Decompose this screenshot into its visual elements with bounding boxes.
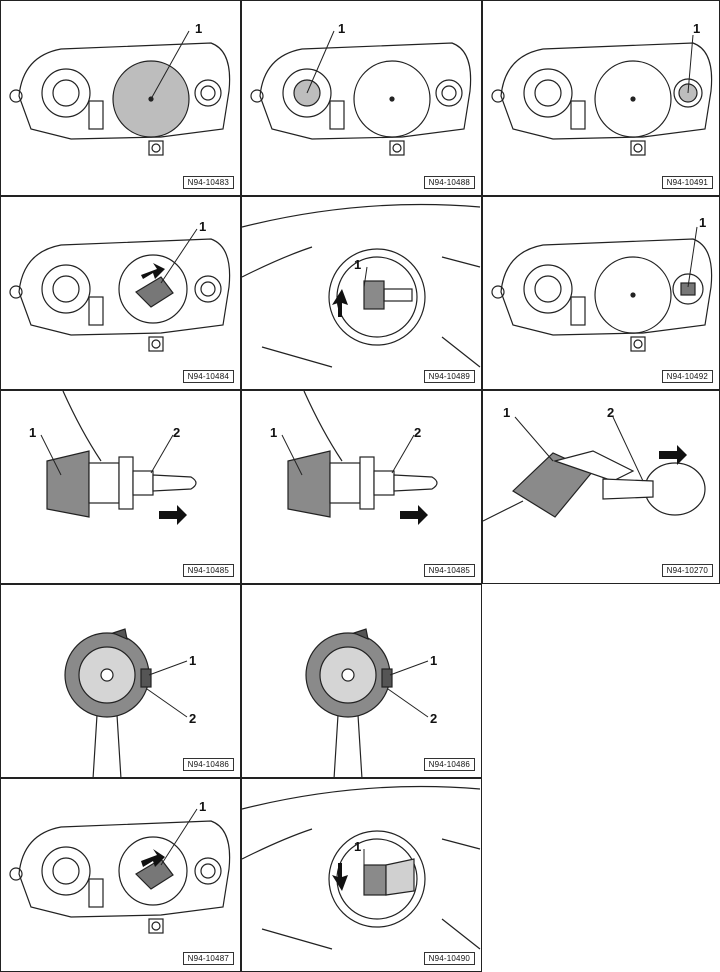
callout-1: 1 bbox=[354, 257, 361, 272]
callout-1: 1 bbox=[503, 405, 510, 420]
bulb-side-drawing: 1 2 bbox=[270, 391, 438, 525]
callout-1: 1 bbox=[354, 839, 361, 854]
panel-13: 1 N94-10490 bbox=[241, 778, 482, 972]
figure-reference: N94-10490 bbox=[423, 952, 475, 965]
headlamp-drawing: 1 bbox=[491, 21, 713, 156]
figure-reference: N94-10488 bbox=[423, 176, 475, 189]
figure-reference: N94-10492 bbox=[661, 370, 713, 383]
callout-2: 2 bbox=[173, 425, 180, 440]
bulb-side-drawing: 1 2 bbox=[29, 391, 197, 525]
figure-reference: N94-10484 bbox=[182, 370, 234, 383]
callout-1: 1 bbox=[699, 215, 706, 230]
callout-2: 2 bbox=[189, 711, 196, 726]
headlamp-open-drawing: 1 bbox=[9, 219, 231, 352]
figure-reference: N94-10486 bbox=[182, 758, 234, 771]
panel-1: 1 N94-10483 bbox=[0, 0, 241, 196]
panel-3: 1 N94-10491 bbox=[482, 0, 720, 196]
bulb-cap-drawing: 1 2 bbox=[64, 628, 196, 777]
panel-10: 1 2 N94-10486 bbox=[0, 584, 241, 778]
panel-4: 1 N94-10484 bbox=[0, 196, 241, 390]
panel-7: 1 2 N94-10485 bbox=[0, 390, 241, 584]
callout-1: 1 bbox=[29, 425, 36, 440]
figure-reference: N94-10270 bbox=[661, 564, 713, 577]
callout-1: 1 bbox=[270, 425, 277, 440]
panel-12: 1 N94-10487 bbox=[0, 778, 241, 972]
figure-reference: N94-10485 bbox=[182, 564, 234, 577]
callout-1: 1 bbox=[199, 219, 206, 234]
headlamp-open-drawing: 1 bbox=[491, 215, 713, 352]
figure-reference: N94-10485 bbox=[423, 564, 475, 577]
panel-6: 1 N94-10492 bbox=[482, 196, 720, 390]
panel-11: 1 2 N94-10486 bbox=[241, 584, 482, 778]
bulb-cap-drawing: 1 2 bbox=[305, 628, 437, 777]
panel-2: 1 N94-10488 bbox=[241, 0, 482, 196]
callout-1: 1 bbox=[338, 21, 345, 36]
callout-1: 1 bbox=[195, 21, 202, 36]
callout-1: 1 bbox=[199, 799, 206, 814]
figure-reference: N94-10491 bbox=[661, 176, 713, 189]
figure-reference: N94-10487 bbox=[182, 952, 234, 965]
bulb-wedge-drawing: 1 2 bbox=[483, 405, 706, 522]
closeup-drawing: 1 bbox=[242, 203, 481, 368]
callout-2: 2 bbox=[607, 405, 614, 420]
headlamp-drawing: 1 bbox=[9, 21, 231, 156]
headlamp-open-drawing: 1 bbox=[9, 799, 231, 934]
callout-1: 1 bbox=[693, 21, 700, 36]
figure-reference: N94-10483 bbox=[182, 176, 234, 189]
callout-1: 1 bbox=[430, 653, 437, 668]
closeup-drawing: 1 bbox=[242, 785, 481, 950]
callout-1: 1 bbox=[189, 653, 196, 668]
panel-8: 1 2 N94-10485 bbox=[241, 390, 482, 584]
headlamp-drawing: 1 bbox=[250, 21, 472, 156]
panel-5: 1 N94-10489 bbox=[241, 196, 482, 390]
callout-2: 2 bbox=[430, 711, 437, 726]
callout-2: 2 bbox=[414, 425, 421, 440]
panel-9: 1 2 N94-10270 bbox=[482, 390, 720, 584]
figure-reference: N94-10489 bbox=[423, 370, 475, 383]
figure-reference: N94-10486 bbox=[423, 758, 475, 771]
